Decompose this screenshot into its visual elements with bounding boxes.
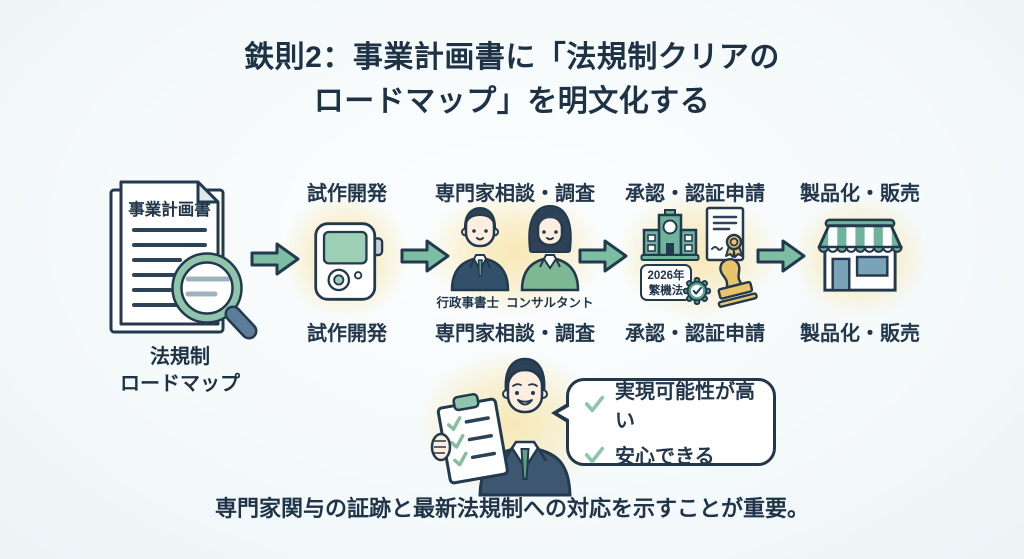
document-title: 事業計画書 xyxy=(128,201,211,219)
page-title-line2: ロードマップ」を明文化する xyxy=(313,85,711,118)
flow-arrow-icon-1 xyxy=(250,242,300,276)
government-building-icon xyxy=(640,209,700,261)
storefront-icon xyxy=(817,218,903,292)
check-icon xyxy=(584,446,605,463)
gear-checkmark-icon xyxy=(683,277,711,305)
step-label-store-bottom: 製品化・販売 xyxy=(800,323,920,345)
hand-icon xyxy=(430,432,452,462)
document-caption-line1: 法規制 xyxy=(150,346,210,368)
step-label-store-top: 製品化・販売 xyxy=(800,183,920,205)
step-label-approval-top: 承認・認証申請 xyxy=(625,183,765,205)
flow-arrow-icon-3 xyxy=(578,239,628,273)
law-year-badge: 2026年 繁機法 xyxy=(640,264,692,301)
male-expert-icon xyxy=(450,206,510,292)
bubble-item-2: 安心できる xyxy=(584,440,773,469)
female-expert-icon xyxy=(520,204,580,292)
glow-experts xyxy=(424,188,606,316)
business-plan-document-icon xyxy=(109,180,258,340)
prototype-device-icon xyxy=(314,222,384,301)
magnifier-icon xyxy=(171,252,258,340)
document-caption: 法規制 ロードマップ xyxy=(95,344,265,398)
flow-arrow-icon-4 xyxy=(756,239,806,273)
bubble-text-1: 実現可能性が高い xyxy=(615,381,755,432)
expert-role-labels: 行政事書士 コンサルタント xyxy=(436,292,594,311)
approval-stamp-icon xyxy=(717,258,758,308)
law-badge-law: 繁機法 xyxy=(648,285,684,297)
bubble-text-2: 安心できる xyxy=(615,446,715,468)
step-label-prototype-top: 試作開発 xyxy=(307,183,387,205)
step-label-experts-bottom: 専門家相談・調査 xyxy=(435,323,595,345)
law-badge-year: 2026年 xyxy=(647,270,685,282)
certificate-icon xyxy=(705,206,745,262)
footer-note: 専門家関与の証跡と最新法規制への対応を示すことが重要。 xyxy=(214,496,809,521)
clipboard-icon xyxy=(436,393,509,485)
step-label-prototype-bottom: 試作開発 xyxy=(307,323,387,345)
consultant-people-icon xyxy=(450,204,580,292)
step-label-experts-top: 専門家相談・調査 xyxy=(435,183,595,205)
expert-role-1: 行政事書士 xyxy=(436,296,499,310)
document-caption-line2: ロードマップ xyxy=(120,373,240,395)
businessman-checklist-icon xyxy=(430,357,572,497)
step-label-approval-bottom: 承認・認証申請 xyxy=(625,323,765,345)
speech-bubble: 実現可能性が高い 安心できる xyxy=(551,375,776,469)
bubble-item-1: 実現可能性が高い xyxy=(584,375,773,433)
check-icon xyxy=(584,395,605,413)
page-title-line1: 鉄則2：事業計画書に「法規制クリアの xyxy=(244,41,780,74)
expert-role-2: コンサルタント xyxy=(506,296,594,310)
flow-arrow-icon-2 xyxy=(400,239,450,273)
page-title: 鉄則2：事業計画書に「法規制クリアの ロードマップ」を明文化する xyxy=(0,36,1024,124)
